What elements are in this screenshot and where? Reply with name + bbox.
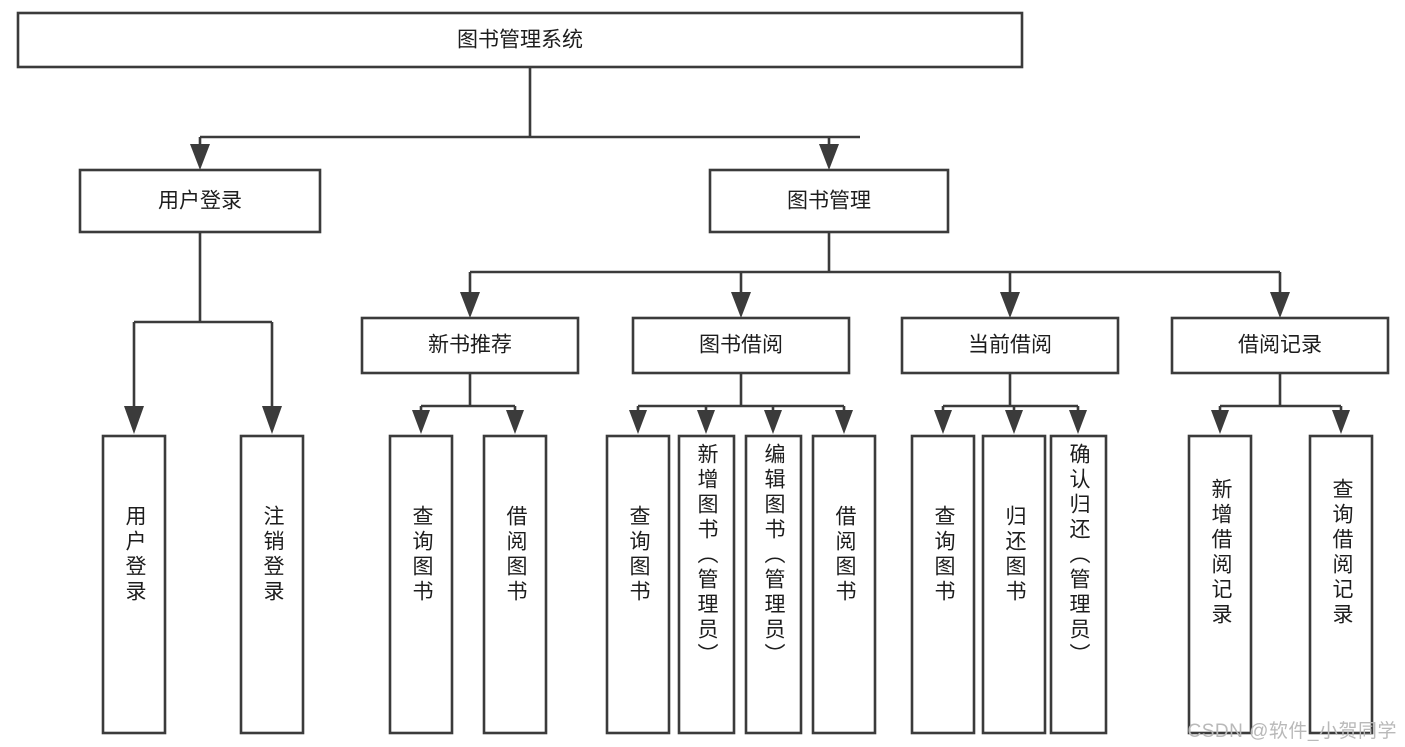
connector-group-borrow-record (1211, 373, 1350, 434)
node-box-leaf-borrow-book-bb[interactable] (811, 434, 877, 735)
node-box-book-borrow[interactable] (631, 316, 851, 375)
leaf-box-group (101, 434, 1374, 735)
connector-group-new-book-rec (412, 373, 524, 434)
node-book-manage[interactable]: 图书管理 (708, 168, 950, 234)
arrow-head-new-book-rec (460, 292, 480, 318)
connector-group-book-manage (460, 232, 1290, 318)
node-label-borrow-record: 借阅记录 (1238, 334, 1322, 357)
node-label-book-borrow: 图书借阅 (699, 334, 783, 357)
arrow-head-current-borrow (1000, 292, 1020, 318)
node-box-leaf-user-logout[interactable] (239, 434, 305, 735)
arrow-head-leaf-edit-book (764, 410, 782, 434)
arrow-head-leaf-borrow-book-bb (835, 410, 853, 434)
arrow-head-leaf-query-book-bb (629, 410, 647, 434)
node-user-login[interactable]: 用户登录 (78, 168, 322, 234)
node-box-leaf-add-book[interactable] (677, 434, 736, 735)
node-box-root[interactable] (16, 11, 1024, 69)
connector-group-user-login (124, 232, 282, 434)
node-box-borrow-record[interactable] (1170, 316, 1390, 375)
node-box-leaf-query-record[interactable] (1308, 434, 1374, 735)
connector-group-book-borrow (629, 373, 853, 434)
arrow-head-book-borrow (731, 292, 751, 318)
arrow-head-book-manage (819, 144, 839, 170)
arrow-head-leaf-add-record (1211, 410, 1229, 434)
connector-group-current-borrow (934, 373, 1087, 434)
arrow-head-leaf-borrow-book-rec (506, 410, 524, 434)
arrow-head-leaf-return-book (1005, 410, 1023, 434)
node-box-leaf-edit-book[interactable] (744, 434, 803, 735)
node-label-user-login: 用户登录 (158, 190, 242, 213)
node-box-leaf-borrow-book-rec[interactable] (482, 434, 548, 735)
arrow-head-leaf-user-logout (262, 406, 282, 434)
node-new-book-rec[interactable]: 新书推荐 (360, 316, 580, 375)
node-current-borrow[interactable]: 当前借阅 (900, 316, 1120, 375)
arrow-head-leaf-user-login (124, 406, 144, 434)
csdn-watermark: CSDN @软件_小贺同学 (1187, 721, 1397, 742)
node-box-leaf-query-book-bb[interactable] (605, 434, 671, 735)
node-box-leaf-confirm-return[interactable] (1049, 434, 1108, 735)
arrow-head-leaf-query-book-rec (412, 410, 430, 434)
node-label-current-borrow: 当前借阅 (968, 334, 1052, 357)
node-root[interactable]: 图书管理系统 (16, 11, 1024, 69)
arrow-head-leaf-query-book-cb (934, 410, 952, 434)
node-label-root: 图书管理系统 (457, 29, 583, 52)
node-box-leaf-query-book-rec[interactable] (388, 434, 454, 735)
node-borrow-record[interactable]: 借阅记录 (1170, 316, 1390, 375)
node-label-new-book-rec: 新书推荐 (428, 334, 512, 357)
arrow-head-borrow-record (1270, 292, 1290, 318)
arrow-head-leaf-query-record (1332, 410, 1350, 434)
node-box-new-book-rec[interactable] (360, 316, 580, 375)
arrow-head-leaf-add-book (697, 410, 715, 434)
node-label-book-manage: 图书管理 (787, 190, 871, 213)
node-box-leaf-add-record[interactable] (1187, 434, 1253, 735)
connector-group-root (190, 67, 860, 170)
arrow-head-user-login (190, 144, 210, 170)
arrow-head-leaf-confirm-return (1069, 410, 1087, 434)
node-book-borrow[interactable]: 图书借阅 (631, 316, 851, 375)
node-box-leaf-return-book[interactable] (981, 434, 1047, 735)
node-box-leaf-user-login[interactable] (101, 434, 167, 735)
node-box-book-manage[interactable] (708, 168, 950, 234)
node-box-leaf-query-book-cb[interactable] (910, 434, 976, 735)
node-box-current-borrow[interactable] (900, 316, 1120, 375)
node-box-user-login[interactable] (78, 168, 322, 234)
